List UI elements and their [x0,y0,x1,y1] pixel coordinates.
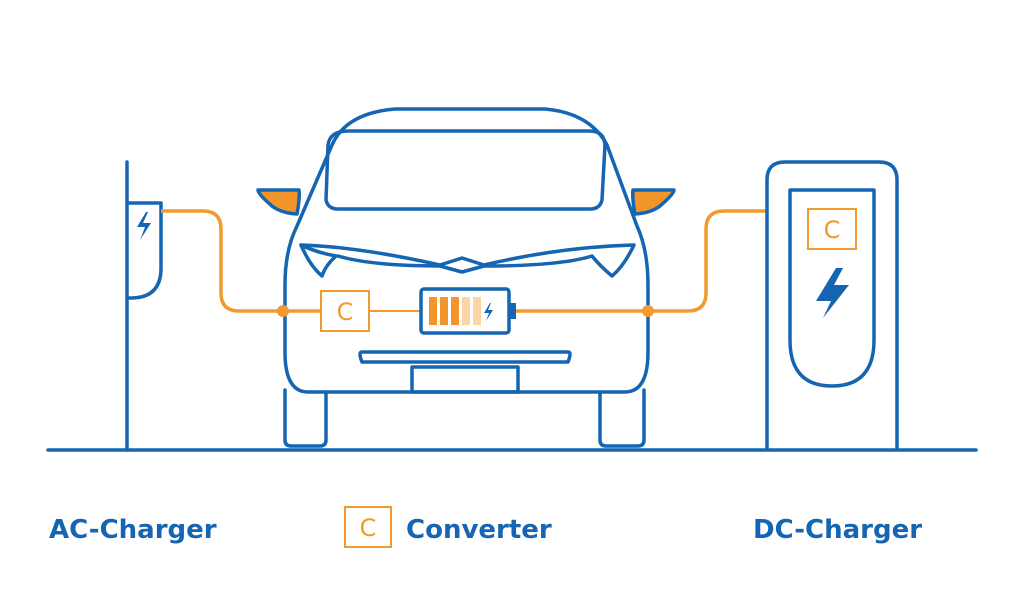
battery-segment [473,297,481,325]
battery-terminal [509,303,516,319]
dc-charging-cable [648,209,767,313]
windshield [324,129,607,211]
ac-charging-cable [161,209,283,313]
battery-segment [440,297,448,325]
onboard-converter: C [320,290,370,332]
car-hood-line [299,243,636,278]
legend: AC-Charger C Converter DC-Charger [49,506,922,548]
car-hood-headlights [299,243,338,278]
car-grille [358,350,572,364]
legend-ac-charger: AC-Charger [49,515,217,545]
right-wheel [598,388,646,448]
car-body [283,107,650,394]
battery-icon [419,287,516,335]
dc-charger: C [765,160,899,450]
left-junction-dot [277,305,289,317]
converter-symbol: C [337,298,354,326]
left-wheel [283,388,328,448]
dc-charger-panel [788,188,876,388]
ac-charger-box [127,201,163,300]
right-mirror [631,188,676,216]
converter-box-icon [807,208,857,250]
lightning-bolt-icon [484,303,493,321]
legend-converter: Converter [406,515,552,545]
battery-segment [462,297,470,325]
lightning-bolt-icon [816,268,849,318]
left-mirror [256,188,301,216]
battery-segment [429,297,437,325]
converter-box-icon [320,290,370,332]
car [283,107,650,448]
license-plate [410,365,520,394]
ac-charger [125,160,163,452]
converter-box-icon [344,506,392,548]
legend-converter-symbol: C [360,514,377,542]
lightning-bolt-icon [137,212,151,240]
dc-charger-housing [765,160,899,450]
battery-segment [451,297,459,325]
converter-symbol: C [824,216,841,244]
legend-dc-charger: DC-Charger [753,515,922,545]
